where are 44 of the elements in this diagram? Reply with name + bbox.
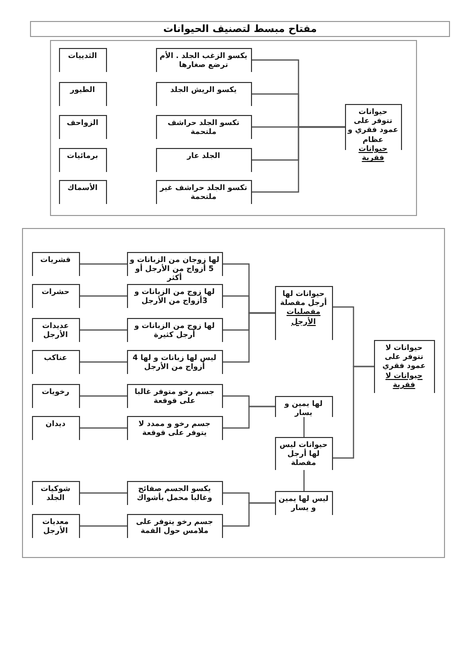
panel-frame: [22, 228, 445, 558]
connector-line: [252, 126, 345, 193]
connector-line: [80, 361, 127, 363]
key-box: [126, 480, 222, 504]
key-box: [156, 82, 252, 106]
connector-line: [80, 395, 127, 397]
key-box: [58, 82, 106, 106]
key-box: [126, 416, 222, 440]
connector-line: [80, 525, 127, 527]
connector-line: [333, 366, 374, 459]
key-box: [32, 350, 80, 374]
key-box: [32, 284, 80, 308]
key-box: [274, 286, 332, 340]
key-box: [156, 148, 252, 172]
key-box: [32, 318, 80, 342]
key-box: [32, 416, 80, 440]
connector-line: [303, 470, 305, 491]
key-box: [374, 340, 434, 392]
key-box: [32, 480, 80, 504]
key-box: [156, 114, 252, 138]
key-box: [274, 396, 332, 416]
key-box: [126, 350, 222, 374]
title: مفتاح مبسط لتصنيف الحيوانات: [163, 24, 317, 34]
key-box: [58, 180, 106, 204]
connector-line: [223, 502, 275, 527]
connector-line: [80, 329, 127, 331]
key-box: [58, 48, 106, 72]
key-box: [58, 148, 106, 172]
key-box: [126, 384, 222, 408]
key-box: [126, 514, 222, 538]
key-box: [58, 114, 106, 138]
key-box: [126, 318, 222, 342]
key-box: [32, 384, 80, 408]
key-box: [32, 514, 80, 538]
connector-line: [80, 263, 127, 265]
connector-line: [303, 417, 305, 437]
connector-line: [80, 427, 127, 429]
connector-line: [80, 295, 127, 297]
key-box: [126, 284, 222, 308]
connector-line: [223, 406, 275, 429]
connector-line: [223, 312, 275, 363]
key-box: [32, 252, 80, 276]
panel-frame: [50, 40, 417, 216]
connector-line: [80, 492, 127, 494]
